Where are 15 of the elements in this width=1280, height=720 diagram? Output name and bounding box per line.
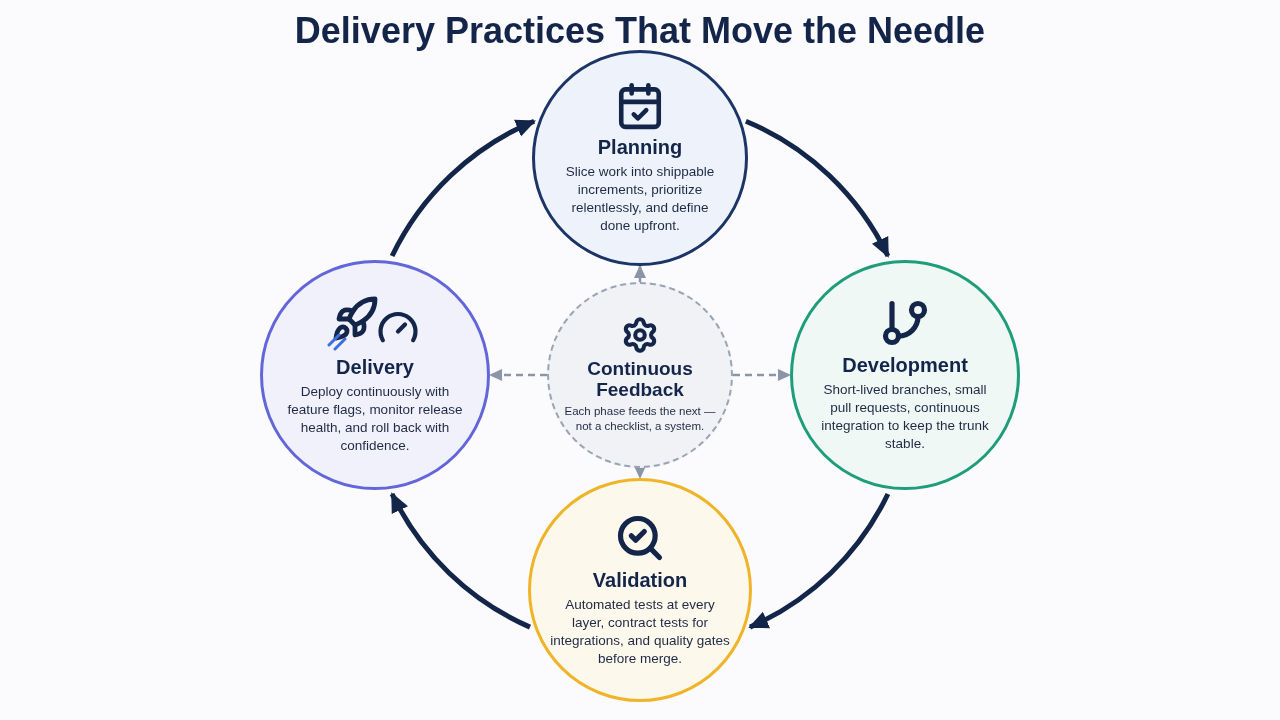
phase-title: Validation: [592, 568, 688, 592]
phase-description: Short-lived branches, small pull requests, continuous integration to keep the trunk stable.: [820, 381, 990, 453]
phase-description: Deploy continuously with feature flags, monitor release health, and roll back with confidence.: [286, 383, 464, 455]
phase-description: Automated tests at every layer, contract tests for integrations, and quality gates before merge.: [550, 596, 730, 668]
phase-description: Each phase feeds the next — not a checklist, a system.: [563, 404, 717, 434]
arrow: [634, 265, 646, 282]
arrow: [489, 369, 547, 381]
phase-description: Slice work into shippable increments, prioritize relentlessly, and define done upfront.: [564, 163, 716, 235]
phase-title: Development: [842, 353, 968, 377]
arrow: [634, 466, 646, 479]
phase-title: Planning: [597, 135, 683, 159]
diagram-title: Delivery Practices That Move the Needle: [294, 9, 986, 53]
phase-title: Continuous Feedback: [586, 358, 694, 400]
phase-title: Delivery: [336, 355, 414, 379]
arrow: [733, 369, 791, 381]
